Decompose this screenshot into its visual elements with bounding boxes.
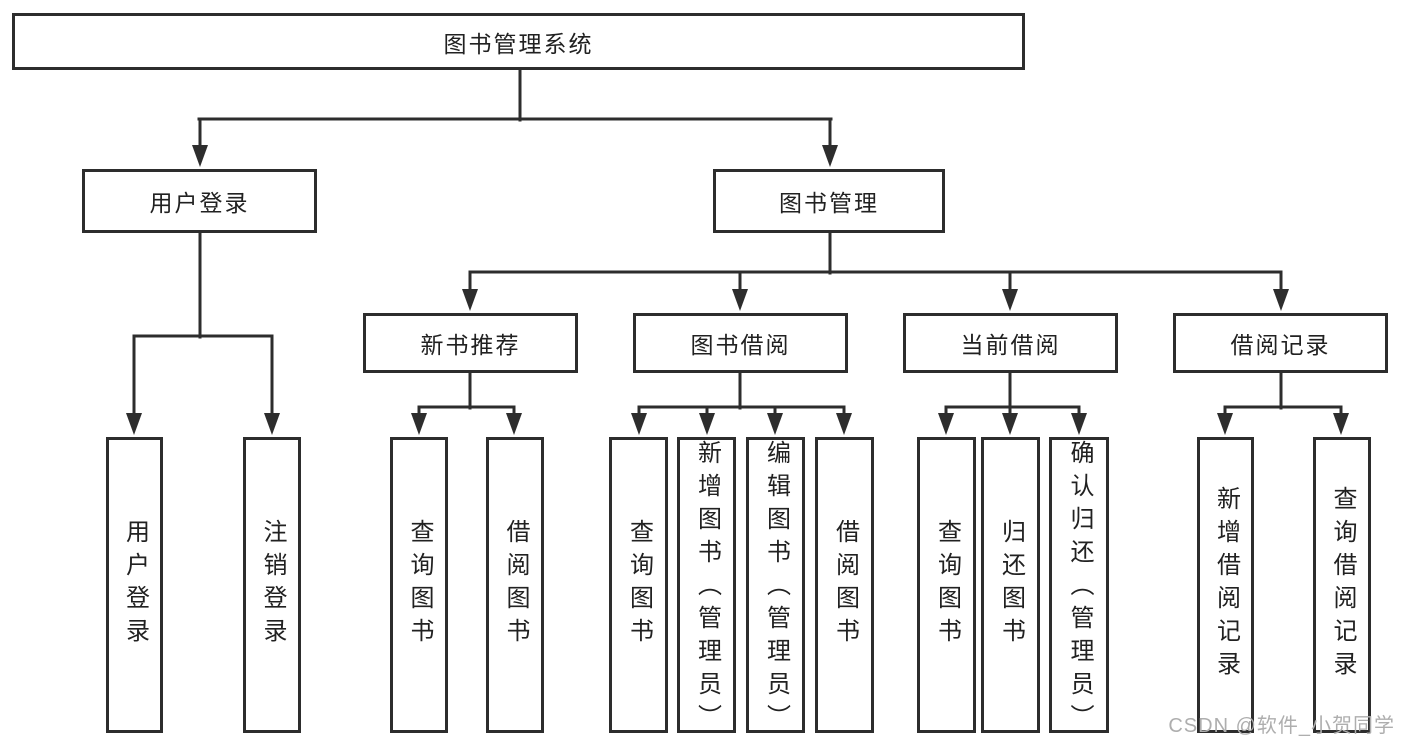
node-user-login: 用户登录 xyxy=(106,437,163,733)
node-bb-edit-book-admin: 编辑图书（管理员） xyxy=(746,437,805,737)
down-arrowhead-icon xyxy=(1273,289,1289,311)
node-cb-return-books-label: 归还图书 xyxy=(997,519,1025,651)
node-bb-borrow-books-label: 借阅图书 xyxy=(831,519,859,651)
down-arrowhead-icon xyxy=(411,413,427,435)
node-nbr-query-books: 查询图书 xyxy=(390,437,448,733)
down-arrowhead-icon xyxy=(1002,289,1018,311)
node-bb-query-books-label: 查询图书 xyxy=(625,519,653,651)
node-new-book-recommendation: 新书推荐 xyxy=(363,313,578,373)
down-arrowhead-icon xyxy=(1333,413,1349,435)
down-arrowhead-icon xyxy=(1071,413,1087,435)
node-br-query-record-label: 查询借阅记录 xyxy=(1329,486,1356,684)
node-bb-borrow-books: 借阅图书 xyxy=(815,437,874,733)
node-cb-query-books-label: 查询图书 xyxy=(933,519,961,651)
node-nbr-query-books-label: 查询图书 xyxy=(406,519,433,651)
node-nbr-borrow-books-label: 借阅图书 xyxy=(502,519,529,651)
down-arrowhead-icon xyxy=(264,413,280,435)
node-nbr-borrow-books: 借阅图书 xyxy=(486,437,544,733)
node-cb-query-books: 查询图书 xyxy=(917,437,976,733)
down-arrowhead-icon xyxy=(836,413,852,435)
down-arrowhead-icon xyxy=(126,413,142,435)
down-arrowhead-icon xyxy=(631,413,647,435)
node-br-add-record: 新增借阅记录 xyxy=(1197,437,1254,733)
node-cb-confirm-return-admin-label: 确认归还（管理员） xyxy=(1066,440,1093,737)
node-logout: 注销登录 xyxy=(243,437,301,733)
node-book-borrowing: 图书借阅 xyxy=(633,313,848,373)
down-arrowhead-icon xyxy=(1002,413,1018,435)
node-current-borrowing: 当前借阅 xyxy=(903,313,1118,373)
down-arrowhead-icon xyxy=(506,413,522,435)
node-book-management: 图书管理 xyxy=(713,169,945,233)
node-br-query-record: 查询借阅记录 xyxy=(1313,437,1371,733)
node-user-login-label: 用户登录 xyxy=(121,519,149,651)
down-arrowhead-icon xyxy=(732,289,748,311)
node-cb-confirm-return-admin: 确认归还（管理员） xyxy=(1049,437,1109,737)
down-arrowhead-icon xyxy=(767,413,783,435)
node-cb-return-books: 归还图书 xyxy=(981,437,1040,733)
node-borrowing-records: 借阅记录 xyxy=(1173,313,1388,373)
node-bb-add-book-admin: 新增图书（管理员） xyxy=(677,437,736,737)
down-arrowhead-icon xyxy=(1217,413,1233,435)
node-br-add-record-label: 新增借阅记录 xyxy=(1212,486,1240,684)
down-arrowhead-icon xyxy=(938,413,954,435)
watermark: CSDN @软件_小贺同学 xyxy=(1168,715,1395,737)
node-library-management-system: 图书管理系统 xyxy=(12,13,1025,70)
node-bb-add-book-admin-label: 新增图书（管理员） xyxy=(693,440,721,737)
down-arrowhead-icon xyxy=(462,289,478,311)
down-arrowhead-icon xyxy=(822,145,838,167)
node-logout-label: 注销登录 xyxy=(259,519,286,651)
node-user-login-group: 用户登录 xyxy=(82,169,317,233)
down-arrowhead-icon xyxy=(699,413,715,435)
node-bb-query-books: 查询图书 xyxy=(609,437,668,733)
node-bb-edit-book-admin-label: 编辑图书（管理员） xyxy=(762,440,790,737)
down-arrowhead-icon xyxy=(192,145,208,167)
